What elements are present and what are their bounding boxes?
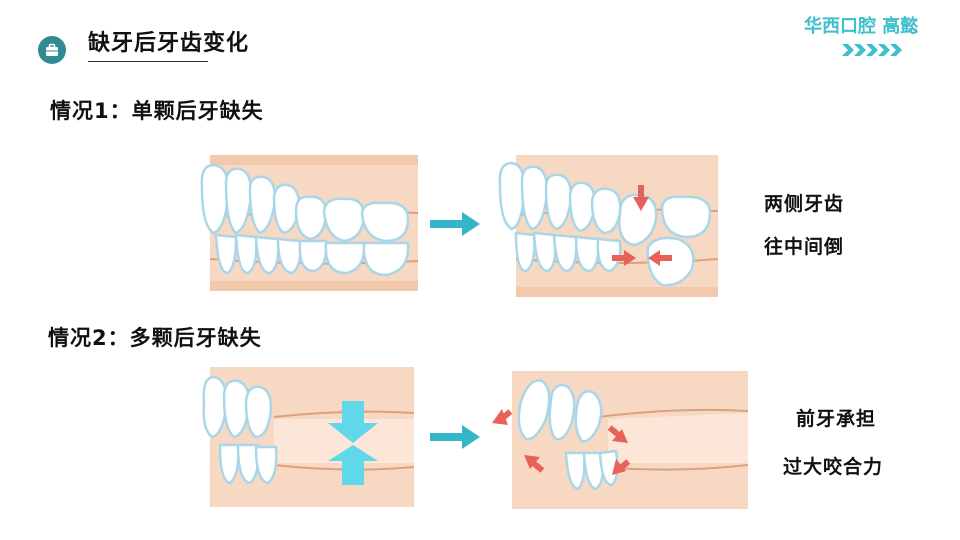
title-underline <box>88 61 208 62</box>
arrow-right-icon <box>430 425 480 453</box>
case1-before-illustration <box>196 155 418 291</box>
briefcase-icon <box>38 36 66 64</box>
brand-label: 华西口腔 高懿 <box>804 16 919 37</box>
case2-note-line2: 过大咬合力 <box>783 456 884 478</box>
case2-before-illustration <box>198 367 414 511</box>
case2-after-illustration <box>488 363 748 509</box>
arrow-right-icon <box>430 212 480 240</box>
page-title: 缺牙后牙齿变化 <box>88 31 250 56</box>
case1-note-line2: 往中间倒 <box>764 236 845 258</box>
case2-heading: 情况2：多颗后牙缺失 <box>48 326 262 350</box>
chevrons-icon <box>842 42 912 62</box>
case1-note-line1: 两侧牙齿 <box>764 193 845 215</box>
case1-heading: 情况1：单颗后牙缺失 <box>50 99 264 123</box>
case1-after-illustration <box>496 155 718 297</box>
case2-note-line1: 前牙承担 <box>796 408 877 430</box>
